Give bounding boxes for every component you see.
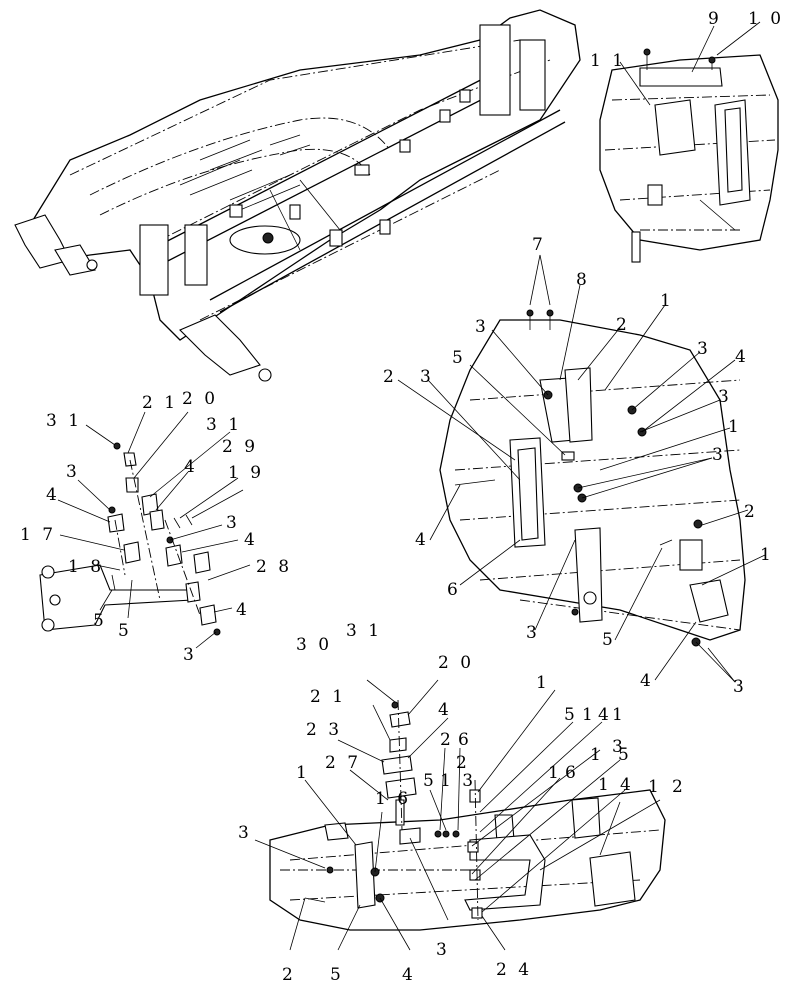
callout-label: 3	[712, 445, 726, 465]
callout-label: 3	[226, 513, 240, 533]
callout-label: 6	[447, 580, 461, 600]
callout-label: 3	[183, 645, 197, 665]
callout-label: 3	[66, 462, 80, 482]
callout-label: 4	[438, 700, 452, 720]
callout-label: 4	[46, 485, 60, 505]
callout-label: 2	[440, 730, 454, 750]
callout-label: 5	[564, 705, 578, 725]
callout-label: 1	[612, 705, 626, 725]
callout-label: 6	[458, 730, 472, 750]
callout-label: 3	[436, 940, 450, 960]
callout-label: 1	[548, 763, 562, 783]
callout-label: 4	[735, 347, 749, 367]
callout-label: 4	[415, 530, 429, 550]
callout-label: 2 9	[222, 437, 258, 457]
callout-label: 1 0	[748, 9, 784, 29]
callout-label: 7	[532, 235, 546, 255]
callout-label: 3	[733, 677, 747, 697]
left-exploded-detail	[39, 411, 251, 649]
callout-label: 1 7	[20, 525, 56, 545]
top-right-detail	[599, 21, 779, 263]
callout-label: 1	[598, 775, 612, 795]
callout-label: 2	[616, 315, 630, 335]
callout-label: 2 8	[256, 557, 292, 577]
callout-label: 9	[708, 9, 722, 29]
callout-label: 1	[536, 673, 550, 693]
callout-label: 3 1	[206, 415, 242, 435]
callout-label: 4	[244, 530, 258, 550]
callout-label: 1	[728, 417, 742, 437]
callout-label: 5	[423, 771, 437, 791]
callout-label: 1 1	[590, 51, 626, 71]
callout-label: 3	[238, 823, 252, 843]
callout-label: 2	[672, 777, 686, 797]
callout-labels: 9 1 0 1 1 7 8 1 2 3 3 4 3 1 5 2 3 3 4 6 …	[20, 9, 784, 985]
callout-label: 4	[184, 457, 198, 477]
callout-label: 5	[93, 611, 107, 631]
callout-label: 3	[718, 387, 732, 407]
callout-label: 8	[576, 270, 590, 290]
callout-label: 1	[296, 763, 310, 783]
chassis-assembly	[14, 9, 581, 382]
callout-label: 1	[648, 777, 662, 797]
callout-label: 6	[565, 763, 579, 783]
callout-label: 2 0	[182, 389, 218, 409]
callout-label: 1	[590, 745, 604, 765]
callout-label: 4	[640, 671, 654, 691]
callout-label: 1	[660, 291, 674, 311]
callout-label: 3	[612, 737, 626, 757]
callout-label: 3	[420, 367, 434, 387]
callout-label: 1	[582, 705, 596, 725]
callout-label: 2 7	[325, 753, 361, 773]
callout-label: 2 1	[142, 393, 178, 413]
callout-label: 2 0	[438, 653, 474, 673]
callout-label: 4	[620, 775, 634, 795]
callout-label: 3	[526, 623, 540, 643]
callout-label: 5	[618, 745, 632, 765]
callout-label: 2 3	[306, 720, 342, 740]
callout-label: 2 4	[496, 960, 532, 980]
callout-label: 2	[456, 753, 470, 773]
callout-label: 4	[598, 705, 612, 725]
callout-label: 5	[330, 965, 344, 985]
callout-label: 3 0	[296, 635, 332, 655]
callout-label: 1 8	[68, 557, 104, 577]
callout-label: 3	[475, 317, 489, 337]
bottom-detail	[254, 679, 666, 951]
middle-right-detail	[397, 254, 766, 683]
callout-label: 1 9	[228, 463, 264, 483]
callout-label: 2	[383, 367, 397, 387]
callout-label: 1 6	[375, 789, 411, 809]
callout-label: 4	[402, 965, 416, 985]
callout-label: 3 1	[346, 621, 382, 641]
callout-label: 2	[744, 502, 758, 522]
callout-label: 1 3	[440, 771, 476, 791]
callout-label: 5	[602, 630, 616, 650]
callout-label: 2 1	[310, 687, 346, 707]
callout-label: 2	[282, 965, 296, 985]
callout-label: 4	[236, 600, 250, 620]
callout-label: 1	[760, 545, 774, 565]
callout-label: 3	[697, 339, 711, 359]
callout-label: 5	[452, 348, 466, 368]
callout-label: 5	[118, 621, 132, 641]
callout-label: 3 1	[46, 411, 82, 431]
